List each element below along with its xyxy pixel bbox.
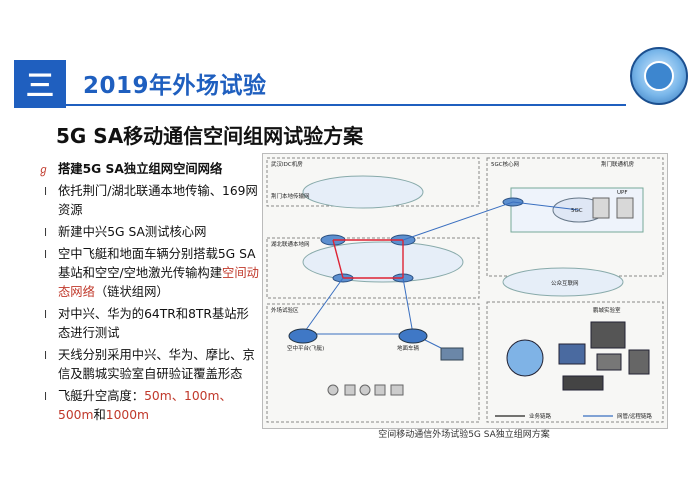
label-jingmen-unicom: 荆门联通机房 (601, 160, 635, 168)
bullet-marker-icon: ℊ (38, 163, 49, 176)
label-test-area: 外场试验区 (271, 306, 299, 314)
bullet-item: l 飞艇升空高度：50m、100m、500m和1000m (38, 387, 260, 425)
network-diagram: 武汉IDC机房 荆门联通机房 荆门本地传输网 湖北联通本地网 5GC UPF 5… (262, 153, 668, 429)
bullet-item: l 新建中兴5G SA测试核心网 (38, 223, 260, 242)
bullet-item: l 空中飞艇和地面车辆分别搭载5G SA基站和空空/空地激光传输构建空间动态网络… (38, 245, 260, 302)
bullet-text: 飞艇升空高度：50m、100m、500m和1000m (58, 389, 232, 422)
diagram-caption: 空间移动通信外场试验5G SA独立组网方案 (378, 430, 550, 440)
legend-service-link: 业务链路 (529, 412, 552, 420)
bullet-dot-icon: l (44, 185, 48, 198)
logo-emblem (644, 61, 674, 91)
section-number-badge: 三 (14, 60, 66, 108)
bullet-item: l 依托荆门/湖北联通本地传输、169网资源 (38, 182, 260, 220)
label-wuhan-idc: 武汉IDC机房 (271, 160, 303, 168)
bullet-main-text: 搭建5G SA独立组网空间网络 (58, 162, 223, 176)
label-5gc: 5GC (571, 208, 583, 214)
bullet-list: ℊ 搭建5G SA独立组网空间网络 l 依托荆门/湖北联通本地传输、169网资源… (38, 160, 260, 428)
bullet-dot-icon: l (44, 248, 48, 261)
bullet-text: 天线分别采用中兴、华为、摩比、京信及鹏城实验室自研验证覆盖形态 (58, 348, 255, 381)
bullet-main: ℊ 搭建5G SA独立组网空间网络 (38, 160, 260, 179)
label-upf: UPF (617, 190, 628, 196)
bullet-text: 对中兴、华为的64TR和8TR基站形态进行测试 (58, 307, 249, 340)
label-vehicle: 地面车辆 (397, 344, 420, 352)
section-title: 2019年外场试验 (83, 73, 267, 99)
lab-logo (630, 47, 688, 105)
label-airship: 空中平台(飞艇) (287, 344, 324, 352)
bullet-dot-icon: l (44, 390, 48, 403)
bullet-dot-icon: l (44, 308, 48, 321)
bullet-dot-icon: l (44, 226, 48, 239)
label-pcl: 鹏城实验室 (593, 306, 621, 314)
bullet-item: l 天线分别采用中兴、华为、摩比、京信及鹏城实验室自研验证覆盖形态 (38, 346, 260, 384)
bullet-text: 空中飞艇和地面车辆分别搭载5G SA基站和空空/空地激光传输构建空间动态网络（链… (58, 247, 259, 299)
legend-mgmt-link: 网管/远程链路 (617, 412, 652, 420)
header-divider (66, 104, 626, 106)
bullet-item: l 对中兴、华为的64TR和8TR基站形态进行测试 (38, 305, 260, 343)
label-hubei-unicom: 湖北联通本地网 (271, 240, 310, 248)
bullet-text: 依托荆门/湖北联通本地传输、169网资源 (58, 184, 258, 217)
bullet-dot-icon: l (44, 349, 48, 362)
label-5gc-core: 5GC核心网 (491, 160, 520, 168)
slide-title: 5G SA移动通信空间组网试验方案 (56, 124, 364, 148)
label-public-internet: 公众互联网 (551, 279, 579, 287)
label-jingmen-transport: 荆门本地传输网 (271, 192, 310, 200)
bullet-text: 新建中兴5G SA测试核心网 (58, 225, 207, 239)
